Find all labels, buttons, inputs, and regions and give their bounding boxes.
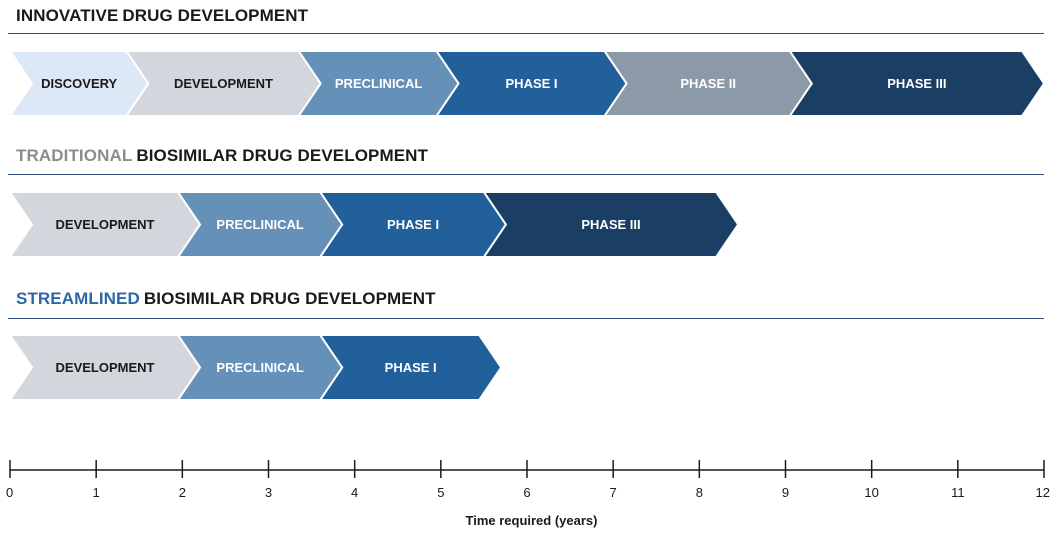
stage-label: DEVELOPMENT xyxy=(174,76,273,91)
axis-tick-label: 11 xyxy=(951,485,965,500)
section-title-rest: BIOSIMILAR DRUG DEVELOPMENT xyxy=(143,289,436,308)
stage-label: PHASE I xyxy=(385,360,437,375)
stage-label: PRECLINICAL xyxy=(216,217,303,232)
stage-chevron xyxy=(482,191,740,258)
axis-tick-label: 6 xyxy=(523,485,530,500)
stage-label: PHASE II xyxy=(680,76,736,91)
section-title-highlight: TRADITIONAL xyxy=(16,146,133,165)
stage-label: PHASE I xyxy=(506,76,558,91)
stage-label: PRECLINICAL xyxy=(335,76,422,91)
stage-label: PHASE III xyxy=(887,76,946,91)
stage-label: PHASE I xyxy=(387,217,439,232)
section-title-rest: DRUG DEVELOPMENT xyxy=(122,6,309,25)
stage-row: DEVELOPMENT PRECLINICAL PHASE I PHASE III xyxy=(8,191,740,258)
axis-tick-label: 7 xyxy=(610,485,617,500)
section-title-highlight: STREAMLINED xyxy=(16,289,140,308)
axis-tick-label: 8 xyxy=(696,485,703,500)
stage-label: PHASE III xyxy=(581,217,640,232)
stage-chevron xyxy=(318,334,503,401)
section-rule xyxy=(8,318,1044,319)
section-title-rest: BIOSIMILAR DRUG DEVELOPMENT xyxy=(136,146,429,165)
section-rule xyxy=(8,33,1044,34)
axis-tick-label: 9 xyxy=(782,485,789,500)
axis-label: Time required (years) xyxy=(465,513,598,528)
stage-row: DISCOVERY DEVELOPMENT PRECLINICAL PHASE I PH… xyxy=(8,50,1046,117)
axis-tick-label: 12 xyxy=(1036,485,1050,500)
stage-label: DEVELOPMENT xyxy=(56,360,155,375)
axis-tick-label: 4 xyxy=(351,485,358,500)
stage-label: DISCOVERY xyxy=(41,76,117,91)
axis-tick-label: 2 xyxy=(179,485,186,500)
axis-tick-label: 0 xyxy=(6,485,13,500)
stage-chevron xyxy=(787,50,1046,117)
axis-tick-label: 10 xyxy=(864,485,878,500)
stage-label: PRECLINICAL xyxy=(216,360,303,375)
section-title-highlight: INNOVATIVE xyxy=(16,6,119,25)
axis-tick-label: 5 xyxy=(437,485,444,500)
stage-label: DEVELOPMENT xyxy=(56,217,155,232)
axis-tick-label: 1 xyxy=(93,485,100,500)
axis-tick-label: 3 xyxy=(265,485,272,500)
section-rule xyxy=(8,174,1044,175)
stage-row: DEVELOPMENT PRECLINICAL PHASE I xyxy=(8,334,503,401)
